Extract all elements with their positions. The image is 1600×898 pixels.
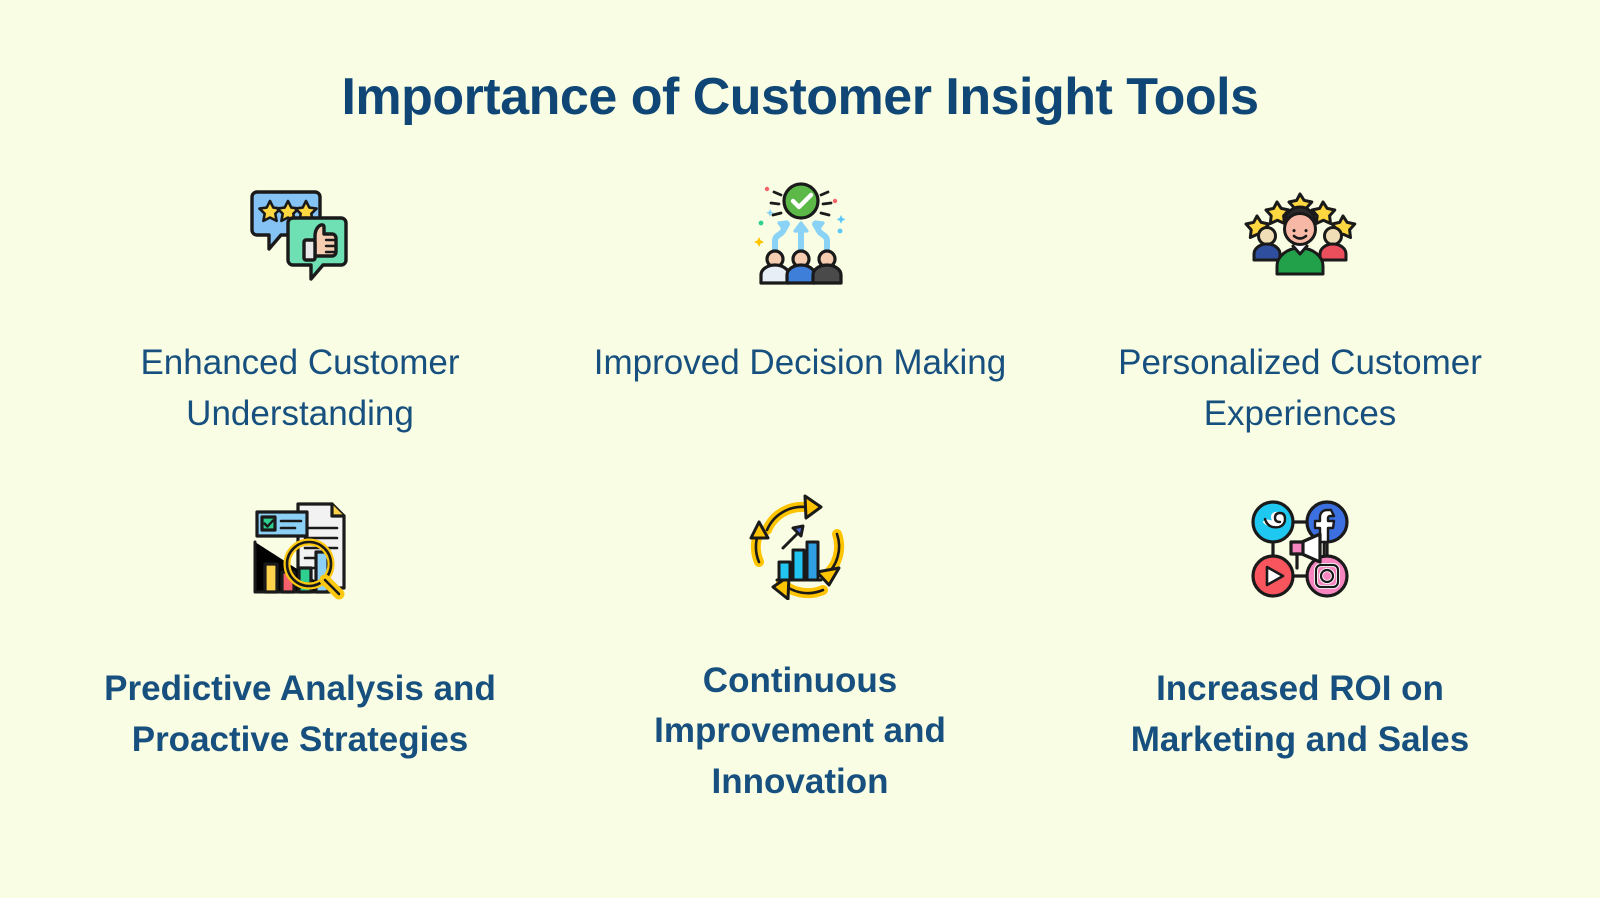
feature-grid: Enhanced Customer Understanding: [50, 168, 1550, 808]
five-star-customer-icon: [1235, 168, 1365, 290]
feature-cell: Improved Decision Making: [550, 168, 1050, 488]
feature-cell: Increased ROI on Marketing and Sales: [1050, 488, 1550, 808]
feature-cell: Predictive Analysis and Proactive Strate…: [50, 488, 550, 808]
feature-cell: Personalized Customer Experiences: [1050, 168, 1550, 488]
feature-label: Increased ROI on Marketing and Sales: [1130, 668, 1470, 759]
feature-label: Enhanced Customer Understanding: [140, 342, 460, 433]
document-chart-magnifier-icon: [235, 488, 365, 610]
feature-cell: Continuous Improvement and Innovation: [550, 488, 1050, 808]
speech-bubbles-rating-icon: [235, 168, 365, 290]
social-media-megaphone-icon: [1235, 488, 1365, 610]
feature-label: Continuous Improvement and Innovation: [654, 660, 946, 802]
feature-label: Predictive Analysis and Proactive Strate…: [104, 668, 496, 759]
page-title: Importance of Customer Insight Tools: [341, 68, 1259, 126]
feature-label: Improved Decision Making: [593, 342, 1007, 382]
team-decision-check-icon: [735, 168, 865, 290]
feature-label: Personalized Customer Experiences: [1118, 342, 1482, 433]
feature-cell: Enhanced Customer Understanding: [50, 168, 550, 488]
cycle-growth-chart-icon: [735, 488, 865, 602]
